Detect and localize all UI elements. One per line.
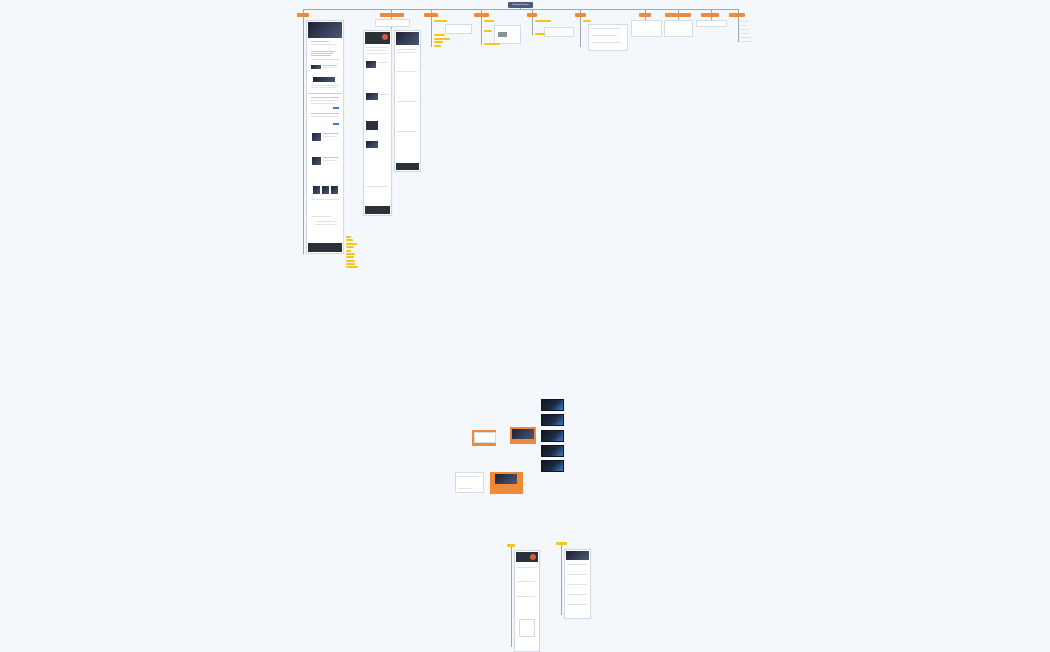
branch-10-list	[737, 20, 752, 44]
branch-7-note	[631, 20, 662, 37]
sitemap-root-node[interactable]: Sitemap Overview	[508, 2, 533, 8]
sitemap-root-label: Sitemap Overview	[512, 4, 529, 6]
screen-thumbnail-4[interactable]	[541, 445, 564, 457]
branch-node-4[interactable]	[474, 13, 489, 17]
product-page-thumbnail[interactable]	[363, 30, 392, 216]
branch-2-note	[375, 19, 410, 27]
branch-9-connector	[711, 17, 712, 20]
orange-group-card-1[interactable]	[472, 430, 496, 446]
branch-3-note	[445, 24, 472, 34]
screen-thumbnail-2[interactable]	[541, 414, 564, 426]
branch-9-note	[696, 20, 727, 27]
branch-stem-4	[481, 9, 482, 14]
branch-5-note	[544, 27, 574, 37]
branch-8-note	[664, 20, 693, 37]
branch-3-connector	[431, 17, 432, 47]
branch-stem-8	[678, 9, 679, 14]
branch-node-1[interactable]	[297, 13, 309, 17]
bottom-connector-2	[561, 545, 562, 615]
branch-node-8[interactable]	[665, 13, 691, 17]
root-connector-vertical	[520, 8, 521, 10]
branch-6-note	[588, 24, 628, 51]
branch-stem-10	[738, 9, 739, 14]
screen-thumbnail-1[interactable]	[541, 399, 564, 411]
flow-note-card	[455, 472, 484, 493]
branch-stem-1	[303, 9, 304, 14]
branch-node-6[interactable]	[575, 13, 586, 17]
bottom-page-thumbnail-2[interactable]	[564, 549, 591, 619]
branch-8-connector	[678, 17, 679, 20]
branch-node-10[interactable]	[729, 13, 745, 17]
bottom-tag-1[interactable]	[507, 544, 515, 547]
hero-image	[308, 22, 342, 38]
bottom-page-thumbnail-1[interactable]	[514, 550, 540, 652]
branch-node-2[interactable]	[380, 13, 404, 17]
branch-stem-3	[431, 9, 432, 14]
screen-thumbnail-5[interactable]	[541, 460, 564, 472]
branch-node-5[interactable]	[527, 13, 537, 17]
branch-4-note	[494, 25, 521, 44]
branch-stem-7	[645, 9, 646, 14]
branch-10-connector	[738, 17, 739, 42]
bottom-tag-2[interactable]	[556, 542, 567, 545]
branch-node-3[interactable]	[424, 13, 438, 17]
branch-node-7[interactable]	[639, 13, 651, 17]
orange-group-card-3[interactable]	[490, 472, 523, 494]
branch-4-connector	[481, 17, 482, 45]
home-page-thumbnail[interactable]	[306, 20, 344, 254]
branch-stem-6	[580, 9, 581, 14]
branch-stem-9	[711, 9, 712, 14]
branch-stem-5	[532, 9, 533, 14]
branch-stem-2	[391, 9, 392, 14]
product-detail-thumbnail[interactable]	[394, 30, 421, 172]
root-connector-horizontal	[303, 9, 739, 10]
bottom-connector-1	[511, 547, 512, 647]
branch-7-connector	[645, 17, 646, 20]
footer	[308, 243, 342, 252]
branch-1-connector	[303, 17, 304, 254]
branch-5-connector	[532, 17, 533, 35]
screen-thumbnail-3[interactable]	[541, 430, 564, 442]
branch-node-9[interactable]	[701, 13, 719, 17]
orange-group-card-2[interactable]	[510, 427, 536, 444]
branch-6-connector	[580, 17, 581, 47]
